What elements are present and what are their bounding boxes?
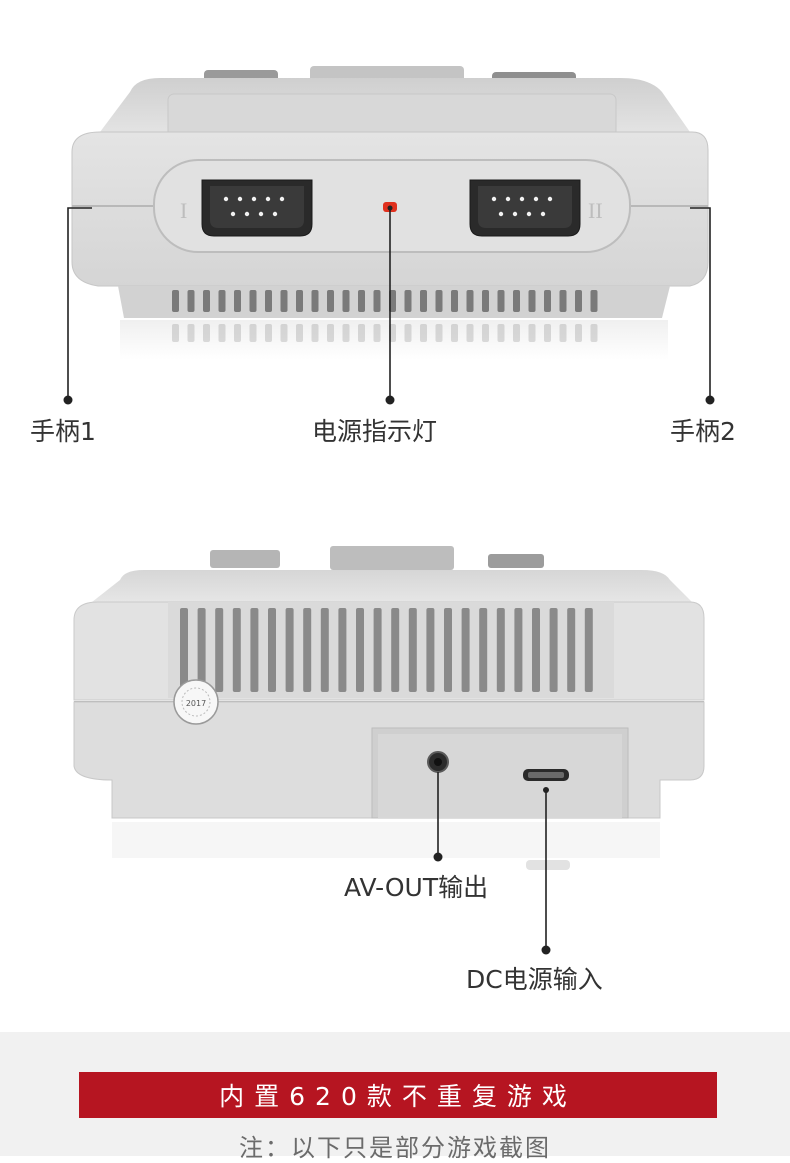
callout-dot-controller-2 [705, 395, 715, 405]
callout-dot-dc-in [541, 945, 551, 955]
screenshot-note: 注：以下只是部分游戏截图 [239, 1134, 551, 1162]
console-reflection [120, 320, 668, 360]
callout-dot-power-indicator [385, 395, 395, 405]
feature-banner: 内置620款不重复游戏 [79, 1072, 717, 1118]
port-1-pins [223, 196, 285, 217]
callout-label-controller-2: 手柄2 [670, 417, 736, 446]
port-1-numeral: I [180, 198, 187, 223]
front-vent-grille [172, 290, 598, 312]
callout-lines-front [67, 207, 711, 398]
svg-text:2017: 2017 [186, 699, 206, 708]
warranty-sticker: 2017 [173, 679, 219, 725]
port-2-pins [491, 196, 553, 217]
callout-label-dc-in: DC电源输入 [466, 965, 603, 994]
callout-lines-back [437, 772, 547, 948]
callout-label-controller-1: 手柄1 [30, 417, 96, 446]
console-front-view: I II [63, 66, 715, 405]
callout-dot-av-out [433, 852, 443, 862]
back-vent-grille [180, 608, 593, 692]
feature-banner-text: 内置620款不重复游戏 [219, 1082, 577, 1111]
callout-label-power-indicator: 电源指示灯 [312, 417, 438, 446]
callout-label-av-out: AV-OUT输出 [344, 873, 489, 902]
port-2-numeral: II [588, 198, 603, 223]
console-back-view: 2017 [73, 546, 705, 955]
callout-dot-controller-1 [63, 395, 73, 405]
